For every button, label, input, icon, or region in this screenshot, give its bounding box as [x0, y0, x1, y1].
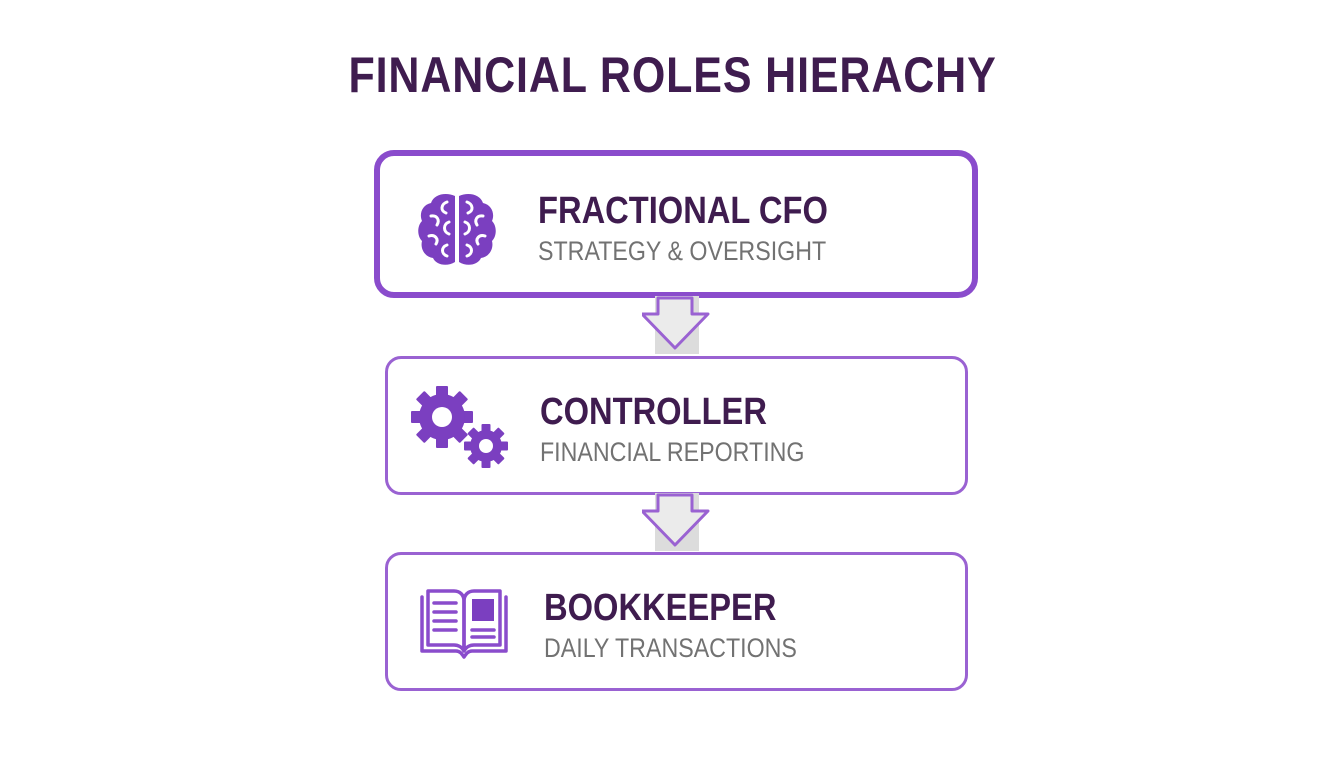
page-title: FINANCIAL ROLES HIERACHY — [348, 47, 997, 103]
gears-icon — [411, 386, 508, 468]
role-title: CONTROLLER — [540, 391, 767, 433]
role-description: FINANCIAL REPORTING — [540, 437, 805, 467]
role-description: STRATEGY & OVERSIGHT — [538, 236, 827, 266]
role-title: FRACTIONAL CFO — [538, 190, 828, 232]
role-description: DAILY TRANSACTIONS — [544, 633, 797, 663]
role-card-controller: CONTROLLER FINANCIAL REPORTING — [385, 356, 968, 495]
brain-icon — [418, 194, 496, 265]
role-card-fractional-cfo: FRACTIONAL CFO STRATEGY & OVERSIGHT — [374, 150, 978, 298]
down-arrow-icon — [642, 493, 710, 551]
role-card-bookkeeper: BOOKKEEPER DAILY TRANSACTIONS — [385, 552, 968, 691]
open-book-icon — [420, 589, 508, 659]
role-title: BOOKKEEPER — [544, 587, 777, 629]
down-arrow-icon — [642, 296, 710, 354]
